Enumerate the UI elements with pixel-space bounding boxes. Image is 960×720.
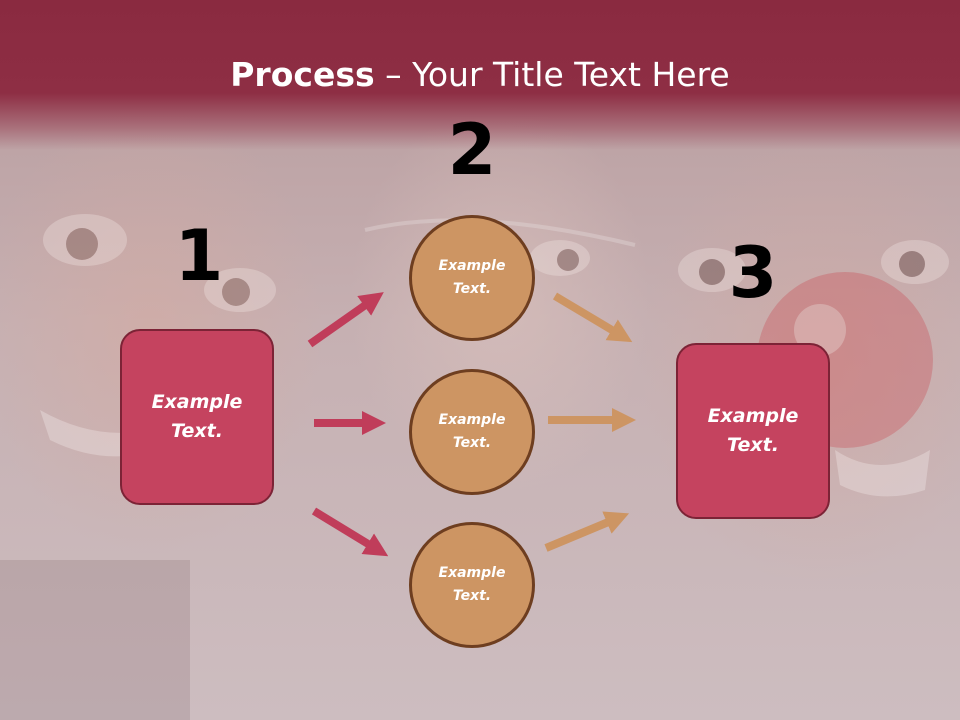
circle-bottom-label: Example Text.	[438, 565, 506, 604]
arrow-bottom-to-right	[544, 511, 630, 552]
step-number-3: 3	[728, 232, 778, 314]
left-box-label: Example Text.	[151, 391, 243, 442]
title-band	[0, 0, 960, 150]
circle-top[interactable]: Example Text.	[409, 215, 535, 341]
slide-title: Process – Your Title Text Here	[0, 54, 960, 96]
title-bold: Process	[230, 55, 375, 94]
arrow-left-to-bottom	[311, 507, 389, 557]
circle-middle-label: Example Text.	[438, 412, 506, 451]
title-rest: – Your Title Text Here	[374, 55, 730, 94]
right-box[interactable]: Example Text.	[676, 343, 830, 519]
circle-bottom[interactable]: Example Text.	[409, 522, 535, 648]
arrow-left-to-top	[307, 292, 384, 348]
right-box-label: Example Text.	[707, 405, 799, 456]
arrow-top-to-right	[552, 292, 633, 343]
step-number-2: 2	[447, 109, 497, 191]
left-box[interactable]: Example Text.	[120, 329, 274, 505]
step-number-1: 1	[174, 215, 224, 297]
circle-top-label: Example Text.	[438, 258, 506, 297]
circle-middle[interactable]: Example Text.	[409, 369, 535, 495]
